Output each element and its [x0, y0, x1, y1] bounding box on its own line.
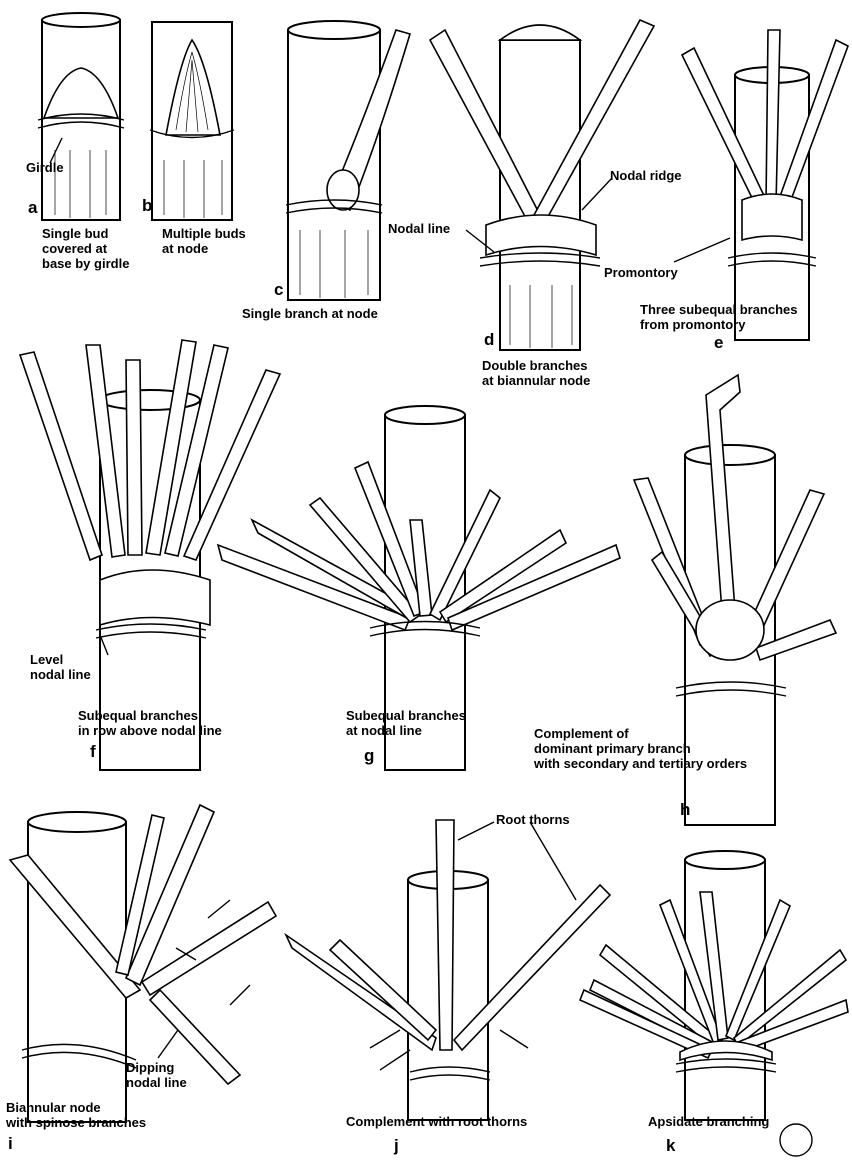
- panel-letter-f: f: [90, 742, 96, 761]
- panel-f-drawing: [18, 339, 282, 771]
- caption-c: Single branch at node: [242, 306, 378, 321]
- caption-e: Three subequal branches from promontory: [640, 302, 798, 332]
- panel-letter-c: c: [274, 280, 284, 299]
- callout-dipping-nodal-line: Dipping nodal line: [126, 1060, 187, 1090]
- caption-g: Subequal branches at nodal line: [346, 708, 466, 738]
- panel-letter-i: i: [8, 1134, 13, 1153]
- panel-letter-k: k: [666, 1136, 676, 1155]
- caption-k: Apsidate branching: [648, 1114, 770, 1129]
- panel-i-drawing: [8, 803, 278, 1123]
- caption-i: Biannular node with spinose branches: [6, 1100, 147, 1130]
- panel-e-drawing: [680, 29, 849, 341]
- panel-letter-g: g: [364, 746, 375, 765]
- panel-letter-a: a: [28, 198, 38, 217]
- callout-promontory: Promontory: [604, 265, 678, 280]
- callout-root-thorns: Root thorns: [496, 812, 570, 827]
- panel-c-drawing: [285, 20, 412, 301]
- panel-k-drawing: [578, 850, 849, 1157]
- callout-level-nodal-line: Level nodal line: [30, 652, 91, 682]
- panel-b-drawing: [149, 21, 235, 221]
- caption-d: Double branches at biannular node: [482, 358, 591, 388]
- panel-letter-j: j: [394, 1136, 399, 1155]
- caption-b: Multiple buds at node: [162, 226, 246, 256]
- callout-nodal-ridge: Nodal ridge: [610, 168, 682, 183]
- callout-nodal-line: Nodal line: [388, 221, 451, 236]
- callout-girdle: Girdle: [26, 160, 64, 175]
- caption-a: Single bud covered at base by girdle: [42, 226, 130, 271]
- caption-j: Complement with root thorns: [346, 1114, 528, 1129]
- panel-j-drawing: [284, 819, 612, 1121]
- panel-g-drawing: [216, 405, 621, 771]
- panel-letter-e: e: [714, 333, 724, 352]
- panel-h-drawing: [632, 373, 838, 826]
- panel-letter-b: b: [142, 196, 153, 215]
- callout-leader-lines: [49, 137, 731, 1059]
- panel-d-drawing: [428, 18, 656, 351]
- panel-letter-d: d: [484, 330, 495, 349]
- panel-letter-h: h: [680, 800, 691, 819]
- caption-h: Complement of dominant primary branch wi…: [534, 726, 748, 771]
- caption-f: Subequal branches in row above nodal lin…: [78, 708, 222, 738]
- panel-a-drawing: [37, 12, 125, 221]
